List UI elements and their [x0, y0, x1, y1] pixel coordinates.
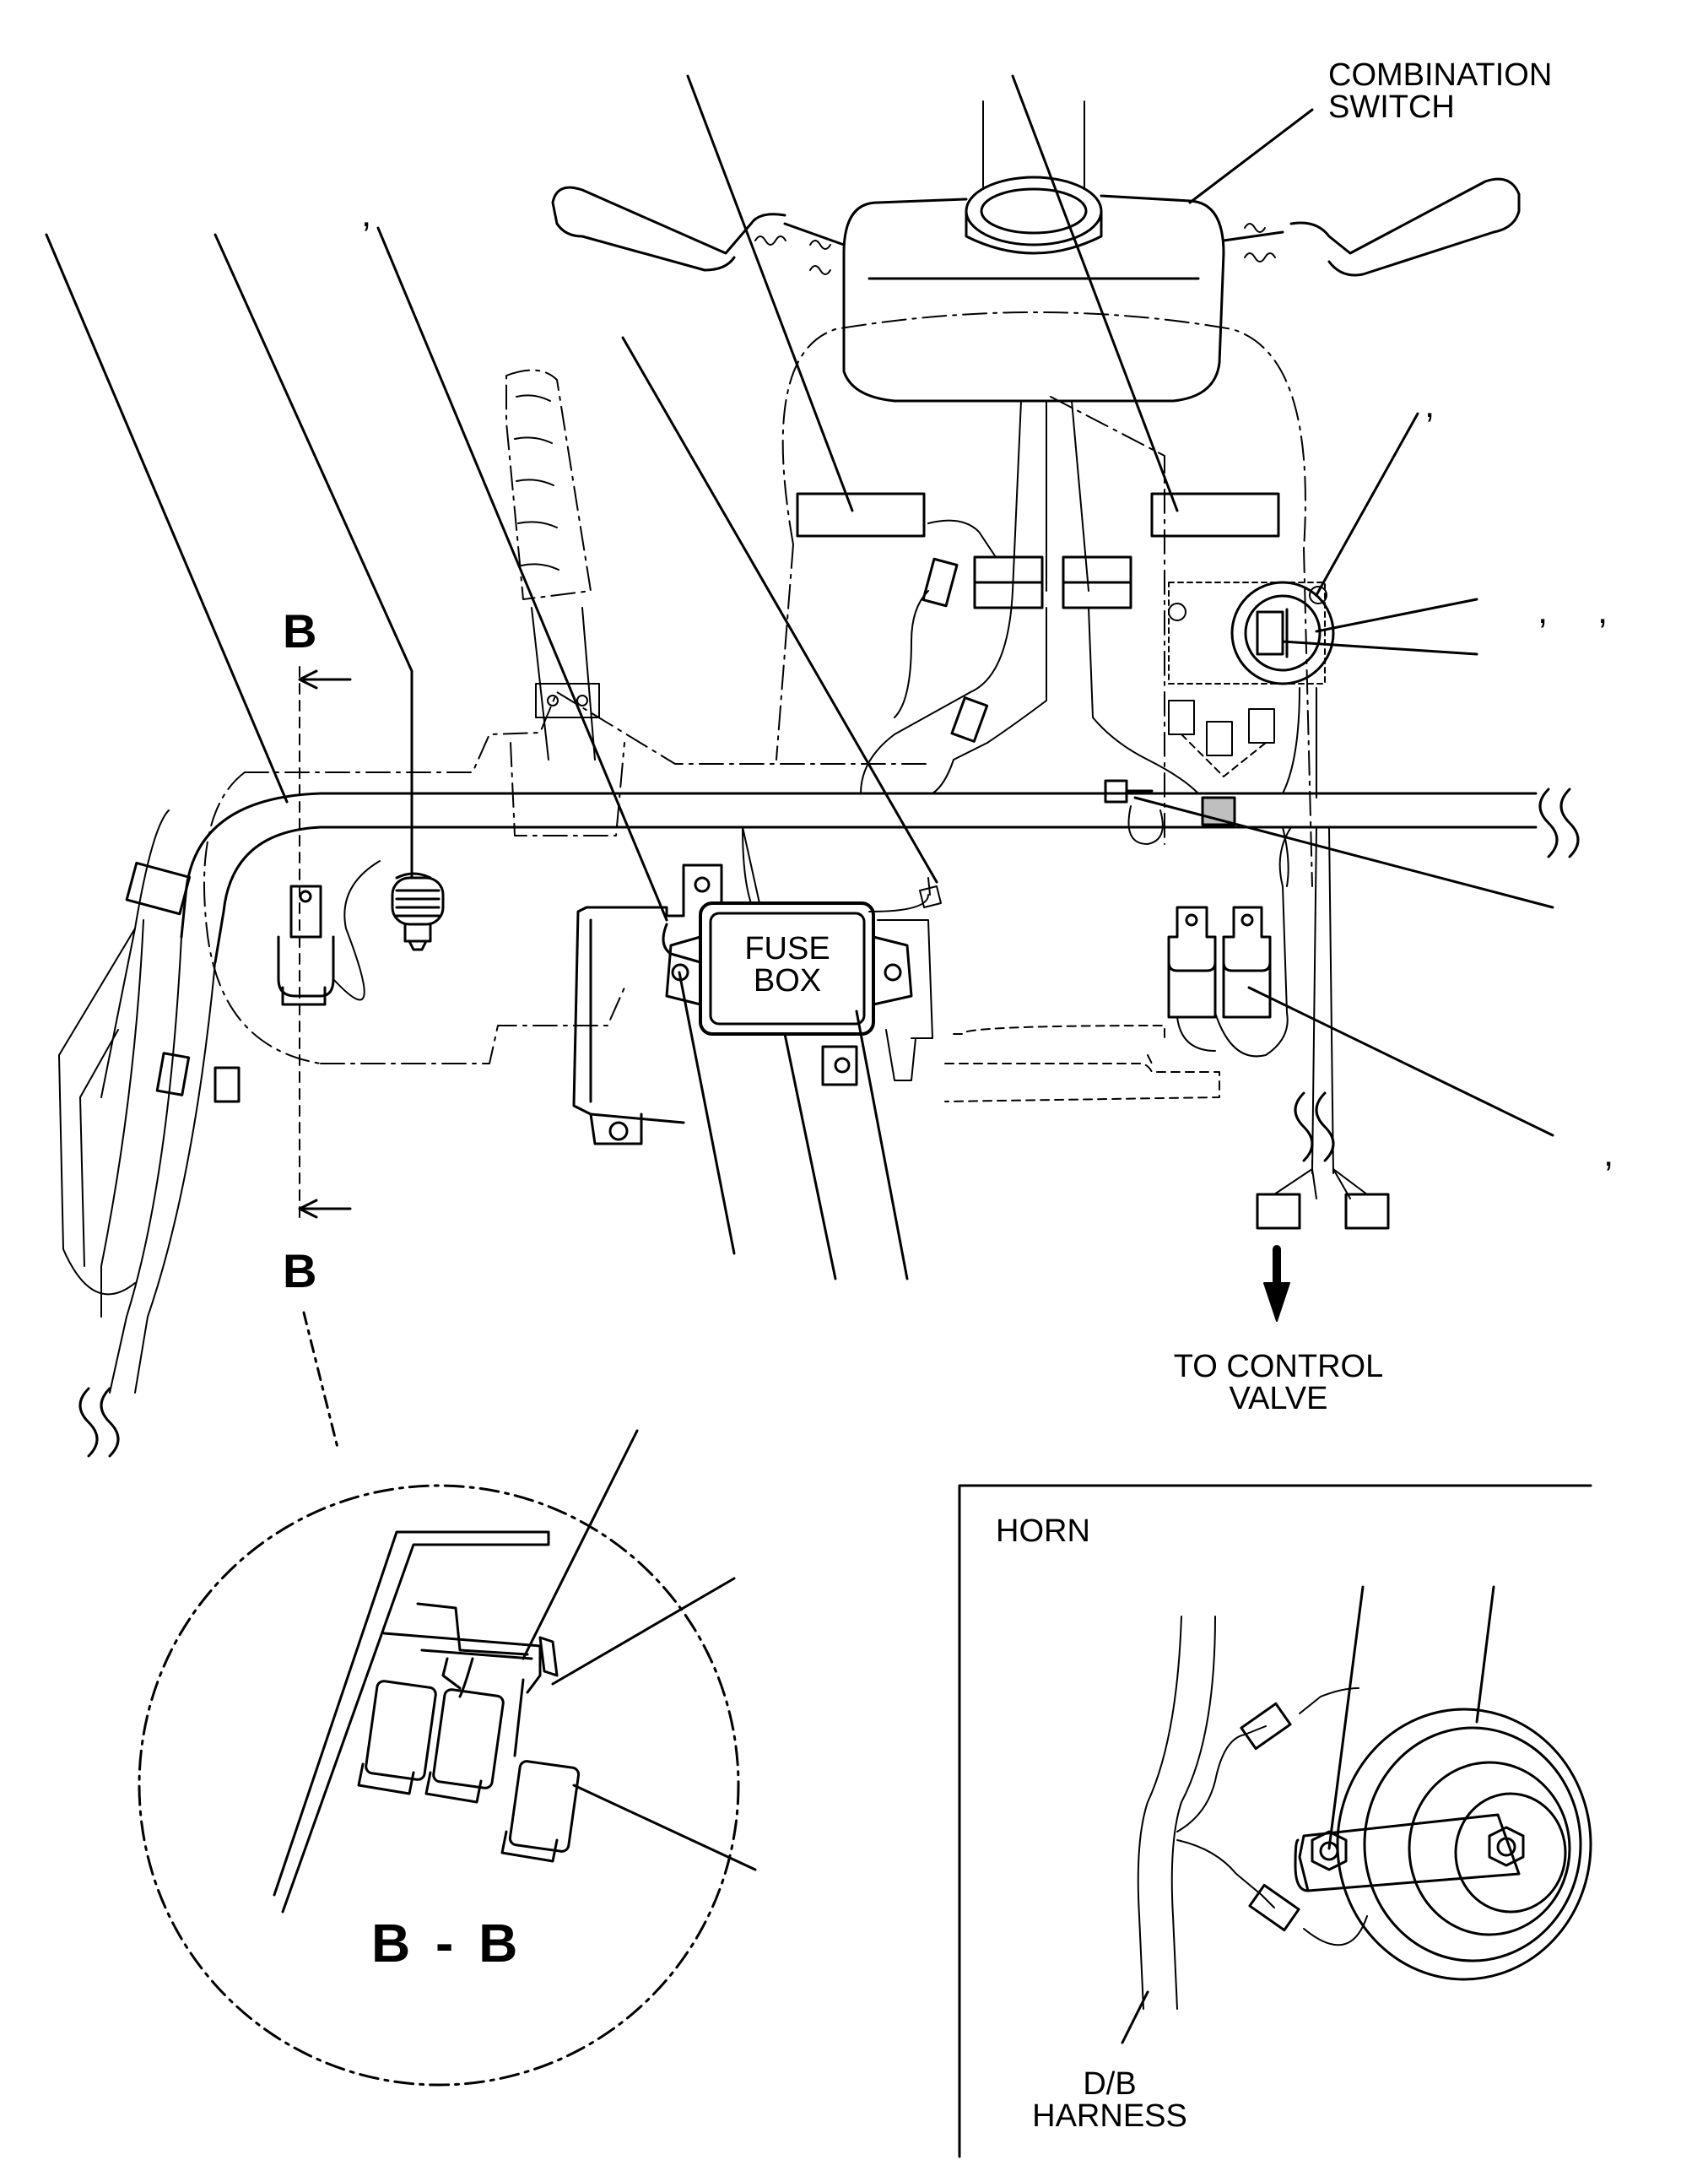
key-switch [1168, 581, 1335, 777]
section-line-b [298, 666, 352, 1449]
column-wires [860, 519, 1334, 1174]
control-valve-connectors [1256, 1091, 1390, 1230]
section-b-detail [138, 1429, 757, 2087]
right-relays [1167, 826, 1292, 1058]
comma-mark: , [1597, 590, 1608, 631]
comma-mark: , [1603, 1133, 1614, 1174]
combination-switch-label: COMBINATION SWITCH [1328, 57, 1553, 125]
horn-leader-lines [1121, 1585, 1495, 2044]
column-label-plates [796, 492, 1280, 609]
horn-title: HORN [996, 1513, 1090, 1549]
flasher-unit [391, 872, 445, 951]
dashed-bracket [944, 1025, 1220, 1102]
comma-mark: , [1424, 384, 1435, 425]
to-control-valve-label: TO CONTROL VALVE [1173, 1349, 1384, 1416]
column-wire-connectors [922, 557, 989, 743]
fuse-box [572, 826, 942, 1145]
parking-brake-lever [505, 369, 625, 836]
down-arrow-to-control-valve [1263, 1245, 1290, 1322]
section-mark-b-top: B [283, 604, 317, 658]
section-mark-b-bottom: B [283, 1244, 317, 1297]
comma-mark: , [1538, 590, 1549, 631]
combination-switch [551, 100, 1521, 592]
left-relay [277, 860, 381, 1006]
horn-panel [958, 1484, 1592, 2158]
comma-mark: , [361, 193, 372, 235]
leader-lines [45, 74, 1554, 1280]
db-harness-label: D/B HARNESS [1032, 2066, 1187, 2134]
fuse-box-label: FUSE BOX [744, 931, 830, 999]
main-harness-bar [180, 788, 1580, 964]
harness-clamp-bolt [1104, 779, 1164, 845]
left-harness [58, 809, 216, 1458]
left-harness-connectors [125, 861, 241, 1103]
section-leader-lines [522, 1429, 757, 1871]
section-title-bb: B - B [371, 1913, 523, 1973]
